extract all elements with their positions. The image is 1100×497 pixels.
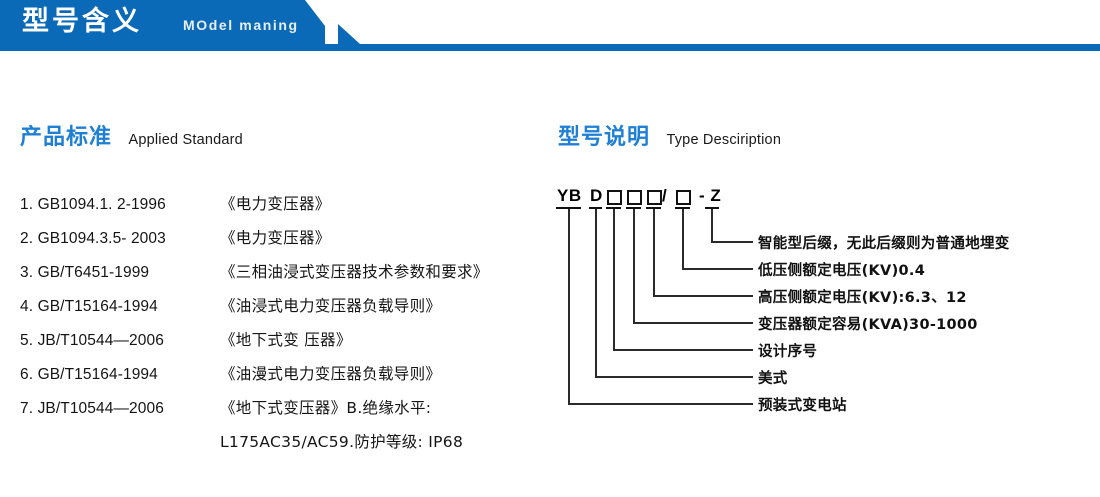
leader-vline-7 [568,209,570,403]
type-description-heading-cn: 型号说明 [558,125,651,150]
code-underline-d [589,207,602,209]
header-title-en: MOdel maning [183,17,299,33]
applied-standard-heading-cn: 产品标准 [20,125,113,150]
standard-code: 6. GB/T15164-1994 [20,366,158,383]
code-token-slash: / [662,186,667,205]
list-item: 2. GB1094.3.5- 2003 《电力变压器》 [20,226,550,260]
leader-label-prefab-substation: 预装式变电站 [758,398,847,414]
leader-hline-2 [682,268,753,270]
leader-vline-6 [595,209,597,376]
code-token-yb: YB [557,186,582,205]
standard-code: 7. JB/T10544—2006 [20,400,164,417]
type-description-heading: 型号说明 Type Desciription [558,119,781,151]
standard-name: 《三相油浸式变压器技术参数和要求》 [220,263,489,281]
code-underline-yb [556,207,581,209]
type-code-diagram: YB D / - Z 智能型后缀，无此后缀则为普通地埋变 低压侧额定电压(KV)… [548,186,1088,446]
code-token-d: D [590,186,603,205]
standard-name: 《油浸式电力变压器负载导则》 [220,297,442,315]
code-token-z: - Z [699,186,722,205]
leader-hline-4 [633,322,753,324]
list-item: 4. GB/T15164-1994 《油浸式电力变压器负载导则》 [20,294,550,328]
leader-hline-6 [595,376,753,378]
standard-name: 《油漫式电力变压器负载导则》 [220,365,442,383]
leader-label-design-serial: 设计序号 [758,344,818,360]
list-item: 6. GB/T15164-1994 《油漫式电力变压器负载导则》 [20,362,550,396]
leader-label-intelligent-suffix: 智能型后缀，无此后缀则为普通地埋变 [758,236,1010,252]
applied-standard-heading-en: Applied Standard [128,132,243,148]
code-token-box-2 [627,190,642,205]
standard-code: 5. JB/T10544—2006 [20,332,164,349]
standard-name: 《地下式变 压器》 [220,331,352,349]
leader-vline-4 [633,209,635,322]
leader-label-american-style: 美式 [758,371,788,387]
leader-label-rated-capacity: 变压器额定容易(KVA)30-1000 [758,317,978,333]
standard-name: 《电力变压器》 [220,195,331,213]
list-item: 1. GB1094.1. 2-1996 《电力变压器》 [20,192,550,226]
leader-vline-3 [653,209,655,295]
code-underline-box-2 [626,207,641,209]
leader-hline-7 [568,403,753,405]
standard-code: 2. GB1094.3.5- 2003 [20,230,166,247]
applied-standard-heading: 产品标准 Applied Standard [20,119,243,151]
header-accent-bar [0,44,1100,51]
standard-code: 4. GB/T15164-1994 [20,298,158,315]
code-underline-z [705,207,719,209]
code-token-box-3 [647,190,662,205]
leader-hline-1 [711,241,753,243]
type-description-heading-en: Type Desciription [666,132,782,148]
standard-code: 1. GB1094.1. 2-1996 [20,196,166,213]
leader-vline-2 [682,209,684,268]
code-token-box-1 [607,190,622,205]
leader-hline-3 [653,295,753,297]
standards-list: 1. GB1094.1. 2-1996 《电力变压器》 2. GB1094.3.… [20,192,550,464]
standard-name: 《电力变压器》 [220,229,331,247]
standard-name: 《地下式变压器》B.绝缘水平: [220,399,432,417]
code-token-box-4 [676,190,691,205]
list-item: 7. JB/T10544—2006 《地下式变压器》B.绝缘水平: [20,396,550,430]
leader-hline-5 [613,349,753,351]
standard-code: 3. GB/T6451-1999 [20,264,150,281]
page-header: 型号含义 MOdel maning [0,0,1100,52]
code-underline-box-4 [675,207,690,209]
leader-label-hv-rated-voltage: 高压侧额定电压(KV):6.3、12 [758,290,967,306]
code-underline-box-3 [646,207,661,209]
code-underline-box-1 [606,207,621,209]
header-banner-shape [0,0,360,44]
standard-name-continuation: L175AC35/AC59.防护等级: IP68 [220,433,464,451]
leader-label-lv-rated-voltage: 低压侧额定电压(KV)0.4 [758,263,926,279]
header-title-cn: 型号含义 [22,6,142,37]
list-item: 5. JB/T10544—2006 《地下式变 压器》 [20,328,550,362]
list-item: 3. GB/T6451-1999 《三相油浸式变压器技术参数和要求》 [20,260,550,294]
leader-vline-5 [613,209,615,349]
leader-vline-1 [711,209,713,241]
